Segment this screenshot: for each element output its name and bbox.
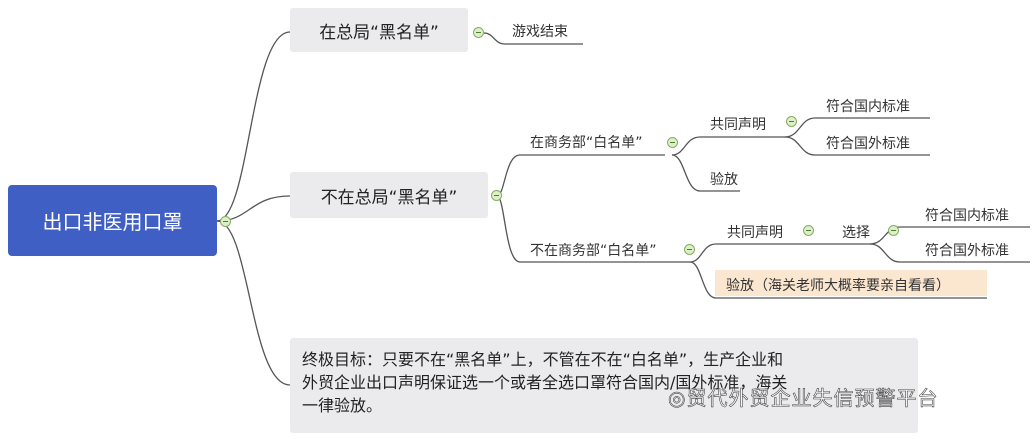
node-not-blacklist-label: 不在总局“黑名单” [320, 187, 458, 208]
collapse-icon[interactable] [786, 116, 797, 127]
node-release-inspect[interactable]: 验放（海关老师大概率要亲自看看） [726, 278, 950, 294]
node-declaration[interactable]: 共同声明 [710, 117, 766, 133]
node-declaration[interactable]: 共同声明 [727, 225, 783, 241]
goal-line: 一律验放。 [302, 396, 383, 415]
node-domestic-standard[interactable]: 符合国内标准 [826, 99, 910, 115]
root-node[interactable]: 出口非医用口罩 [8, 185, 217, 256]
collapse-icon[interactable] [667, 137, 678, 148]
node-foreign-standard[interactable]: 符合国外标准 [925, 243, 1009, 259]
node-whitelist[interactable]: 在商务部“白名单” [530, 135, 643, 151]
goal-line: 终极目标：只要不在“黑名单”上，不管在不在“白名单”，生产企业和 [302, 350, 784, 369]
node-blacklist-label: 在总局“黑名单” [319, 22, 439, 43]
node-choose[interactable]: 选择 [842, 225, 870, 241]
node-release[interactable]: 验放 [710, 172, 738, 188]
collapse-icon[interactable] [473, 27, 484, 38]
watermark: ◎贸代外贸企业失信预警平台 [668, 382, 938, 411]
node-game-over[interactable]: 游戏结束 [512, 24, 568, 40]
node-domestic-standard[interactable]: 符合国内标准 [925, 208, 1009, 224]
node-foreign-standard[interactable]: 符合国外标准 [826, 136, 910, 152]
goal-line: 外贸企业出口声明保证选一个或者全选口罩符合国内/国外标准，海关 [302, 373, 788, 392]
node-goal[interactable]: 终极目标：只要不在“黑名单”上，不管在不在“白名单”，生产企业和 外贸企业出口声… [290, 338, 918, 433]
collapse-icon[interactable] [220, 216, 231, 227]
node-blacklist[interactable]: 在总局“黑名单” [290, 8, 468, 52]
root-label: 出口非医用口罩 [42, 210, 183, 234]
node-not-blacklist[interactable]: 不在总局“黑名单” [290, 172, 488, 218]
watermark-text: 贸代外贸企业失信预警平台 [686, 386, 939, 411]
node-not-whitelist[interactable]: 不在商务部“白名单” [530, 243, 657, 259]
highlight-box [715, 270, 987, 296]
wechat-icon: ◎ [668, 386, 687, 411]
collapse-icon[interactable] [684, 244, 695, 255]
collapse-icon[interactable] [491, 190, 502, 201]
collapse-icon[interactable] [803, 225, 814, 236]
collapse-icon[interactable] [888, 225, 899, 236]
